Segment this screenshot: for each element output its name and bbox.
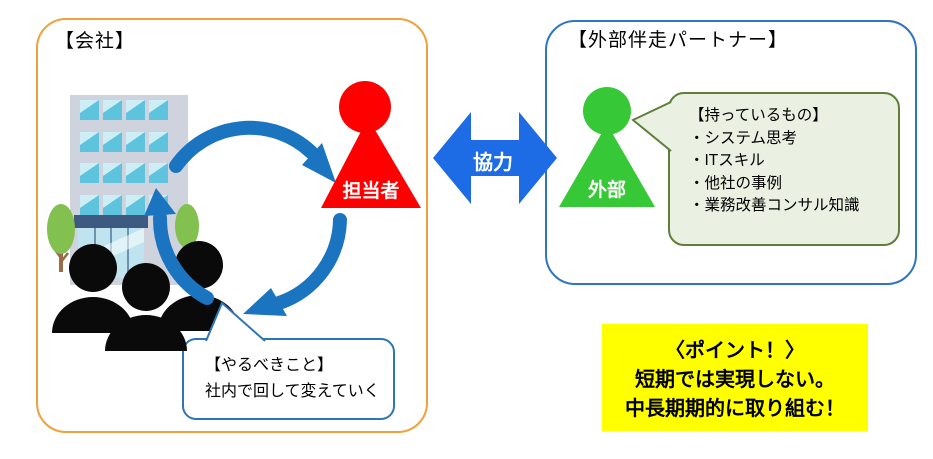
partner-bubble: 【持っているもの】 ・システム思考 ・ITスキル ・他社の事例 ・業務改善コンサ… — [668, 92, 900, 246]
point-line: 短期では実現しない。 — [635, 369, 835, 391]
todo-callout-line2: 社内で回して変えていく — [205, 383, 380, 400]
cooperation-label: 協力 — [473, 152, 513, 174]
manager-label: 担当者 — [342, 181, 400, 202]
bubble-line: ・システム思考 — [689, 129, 798, 147]
todo-callout-line1: 【やるべきこと】 — [205, 357, 334, 374]
bubble-line: ・他社の事例 — [689, 174, 783, 192]
point-line: 〈ポイント！〉 — [665, 340, 805, 362]
partner-person-label: 外部 — [587, 180, 626, 201]
company-title: 【会社】 — [55, 31, 136, 52]
bubble-line: ・業務改善コンサル知識 — [689, 197, 860, 214]
point-box: 〈ポイント！〉 短期では実現しない。 中長期期的に取り組む！ — [602, 324, 868, 431]
todo-callout: 【やるべきこと】 社内で回して変えていく — [182, 338, 395, 420]
bubble-line: ・ITスキル — [689, 152, 765, 169]
point-line: 中長期期的に取り組む！ — [625, 398, 845, 420]
bubble-line: 【持っているもの】 — [689, 107, 828, 124]
partner-title: 【外部伴走パートナー】 — [568, 30, 789, 51]
